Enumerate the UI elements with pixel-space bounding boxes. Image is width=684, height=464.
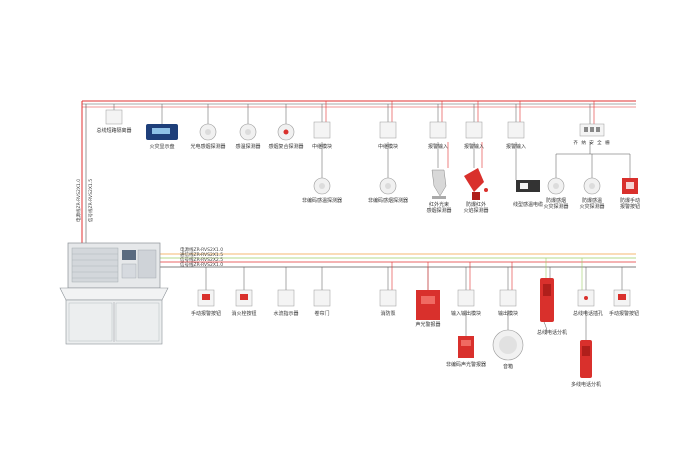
label-multi-phone: 多线电话分机	[570, 382, 602, 388]
safety-barrier-device	[579, 123, 605, 137]
label-photo-smoke: 光电感烟探测器	[190, 144, 226, 150]
top-red-drops	[325, 101, 595, 168]
heat-device	[239, 123, 257, 141]
label-ex-manual: 防爆手动 报警按钮	[619, 198, 641, 210]
label-ex-smoke: 防爆感烟 火灾探测器	[543, 198, 569, 210]
bottom-bus-label-2: 通信线ZR-RVS2X1.5	[180, 253, 224, 258]
ex-heat-device	[583, 177, 601, 195]
top-drops	[113, 104, 631, 180]
manual-alarm-2-device	[613, 289, 631, 307]
label-phone-jack: 总线电话插孔	[572, 311, 604, 317]
alarm-input-3-device	[507, 121, 525, 139]
alarm-input-1-device	[429, 121, 447, 139]
label-linear-heat: 线型感温电缆	[512, 202, 544, 208]
bottom-red-drops	[391, 262, 513, 290]
left-vertical-bus	[81, 101, 87, 245]
fire-door-device	[313, 289, 331, 307]
fire-display-device	[146, 124, 178, 140]
linear-heat-device	[516, 180, 540, 192]
label-phone-ext: 总线电话分机	[536, 330, 568, 336]
left-bus-label-power: 电源线ZR-RVS2X1.0	[77, 178, 82, 222]
non-coded-sl-device	[458, 336, 474, 358]
flame-device	[464, 168, 488, 200]
left-bus-label-signal: 信号线ZR-RVS2X1.5	[89, 178, 94, 222]
label-non-coded-heat: 非编码感温探测器	[301, 198, 343, 204]
control-console	[59, 242, 169, 345]
multi-phone-device	[580, 340, 592, 378]
label-manual-alarm-2: 手动报警按钮	[608, 311, 640, 317]
bottom-bus	[158, 253, 636, 268]
label-heat: 感温探测器	[235, 144, 261, 150]
phone-jack-device	[577, 289, 595, 307]
alarm-input-2-device	[465, 121, 483, 139]
bottom-bus-label-1: 电源线ZR-RVS2X1.0	[180, 248, 224, 253]
label-flame: 防爆红外 火焰探测器	[463, 202, 489, 214]
label-non-coded-smoke: 非编码感烟探测器	[367, 198, 409, 204]
hydrant-btn-device	[235, 289, 253, 307]
label-ir-beam: 红外光束 感烟探测器	[426, 202, 452, 214]
photo-smoke-device	[199, 123, 217, 141]
label-output-module: 输出模块	[497, 311, 519, 317]
relay-module-2-device	[379, 121, 397, 139]
label-fire-door: 卷帘门	[314, 311, 330, 317]
ex-manual-device	[622, 178, 638, 194]
label-isolator: 总线短路隔离器	[96, 128, 132, 134]
label-relay-2: 中继模块	[377, 144, 399, 150]
label-hydrant: 消火栓按钮	[231, 311, 257, 317]
output-module-device	[499, 289, 517, 307]
non-coded-smoke-device	[379, 177, 397, 195]
water-flow-device	[277, 289, 295, 307]
label-alarm-input-3: 报警输入	[505, 144, 527, 150]
label-water-flow: 水流指示器	[273, 311, 299, 317]
label-sound-light: 声光警报器	[415, 322, 441, 328]
label-fire-damper: 消防泵	[380, 311, 396, 317]
io-module-device	[457, 289, 475, 307]
label-speaker: 音箱	[502, 364, 514, 370]
ir-beam-device	[431, 169, 447, 199]
top-bus	[82, 100, 636, 108]
bottom-bus-label-3: 信号线ZR-RVS2X2.5	[180, 258, 224, 263]
speaker-device	[492, 329, 524, 361]
non-coded-heat-device	[313, 177, 331, 195]
bottom-bus-label-4: 信号线ZR-RVS2X1.0	[180, 263, 224, 268]
ex-smoke-device	[547, 177, 565, 195]
smoke-heat-device	[277, 123, 295, 141]
manual-alarm-device	[197, 289, 215, 307]
isolator-device	[105, 109, 123, 125]
phone-ext-device	[540, 278, 554, 335]
label-safety-barrier: 齐 纳 安 全 栅	[573, 141, 611, 146]
label-fire-display: 火灾显示盘	[149, 144, 175, 150]
label-non-coded-sl: 非编码声光警报器	[445, 362, 487, 368]
bottom-drops	[205, 267, 623, 340]
fire-damper-device	[379, 289, 397, 307]
label-relay-1: 中继模块	[311, 144, 333, 150]
bottom-green-drops	[545, 258, 583, 290]
label-alarm-input-2: 报警输入	[463, 144, 485, 150]
label-smoke-heat: 感烟复合探测器	[268, 144, 304, 150]
label-manual-alarm: 手动报警按钮	[190, 311, 222, 317]
label-io-module: 输入输出模块	[450, 311, 482, 317]
label-ex-heat: 防爆感温 火灾探测器	[579, 198, 605, 210]
sound-light-device	[416, 290, 440, 320]
label-alarm-input-1: 报警输入	[427, 144, 449, 150]
relay-module-1-device	[313, 121, 331, 139]
